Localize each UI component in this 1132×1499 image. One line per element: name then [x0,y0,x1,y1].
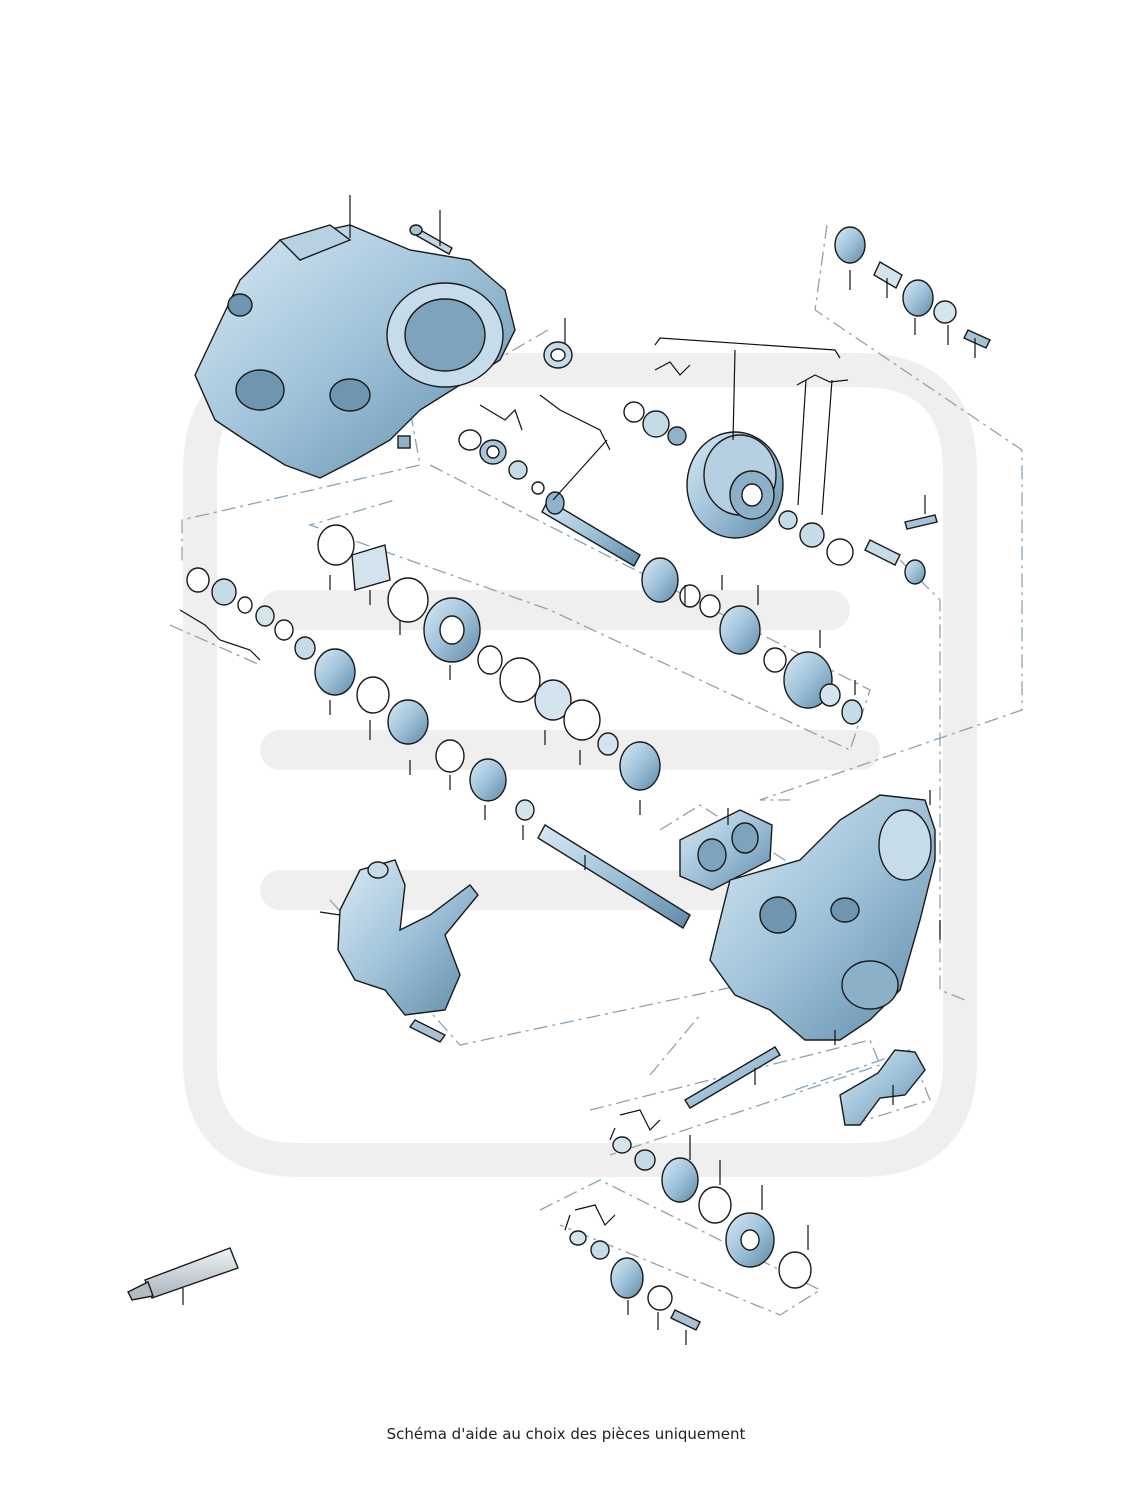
bearing-seal [569,1230,701,1331]
footer-caption: Schéma d'aide au choix des pièces unique… [386,1425,746,1443]
flange-bolt [864,514,938,585]
housing-bolt [409,224,453,255]
output-shaft [541,491,641,567]
final-drive-set [623,401,854,566]
shift-rod [684,1046,781,1109]
gear-set-top-right [834,226,991,349]
synchro-rings [317,524,661,791]
clutch-housing [194,224,516,479]
selector-mechanism [337,859,479,1043]
gearbox-housing [709,794,936,1041]
selector-fork [839,1049,926,1126]
input-shaft [186,567,691,929]
input-bearing-set [458,429,545,495]
leader-lines [329,270,976,1345]
differential [686,431,784,539]
shim-ring [543,341,573,369]
gear-train-upper [641,557,863,725]
sealant-tube [127,1247,239,1301]
gear-cover-plate [679,809,773,891]
reverse-gear-set [612,1136,812,1289]
